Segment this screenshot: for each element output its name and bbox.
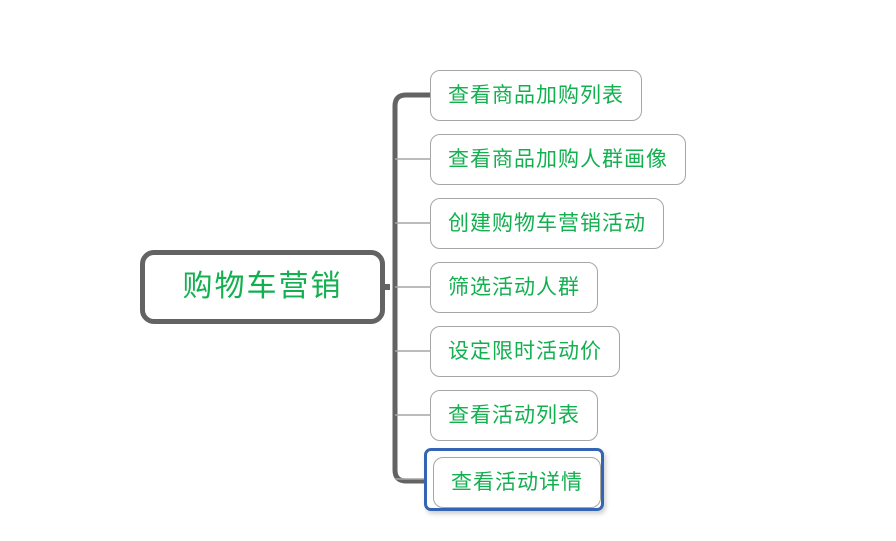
- child-node-6[interactable]: 查看活动列表: [430, 390, 598, 441]
- child-node-7-label: 查看活动详情: [451, 471, 583, 494]
- child-node-1[interactable]: 查看商品加购列表: [430, 70, 642, 121]
- child-node-2[interactable]: 查看商品加购人群画像: [430, 134, 686, 185]
- child-node-6-label: 查看活动列表: [448, 404, 580, 427]
- child-node-3[interactable]: 创建购物车营销活动: [430, 198, 664, 249]
- trunk-line: [392, 92, 430, 484]
- child-node-4[interactable]: 筛选活动人群: [430, 262, 598, 313]
- child-node-7[interactable]: 查看活动详情: [433, 457, 601, 508]
- child-node-4-label: 筛选活动人群: [448, 276, 580, 299]
- child-node-1-label: 查看商品加购列表: [448, 84, 624, 107]
- root-node-label: 购物车营销: [182, 270, 343, 303]
- child-node-5-label: 设定限时活动价: [448, 340, 602, 363]
- child-node-5[interactable]: 设定限时活动价: [430, 326, 620, 377]
- child-node-2-label: 查看商品加购人群画像: [448, 148, 668, 171]
- child-node-3-label: 创建购物车营销活动: [448, 212, 646, 235]
- selection-frame[interactable]: 查看活动详情: [424, 448, 604, 511]
- root-node[interactable]: 购物车营销: [140, 250, 385, 324]
